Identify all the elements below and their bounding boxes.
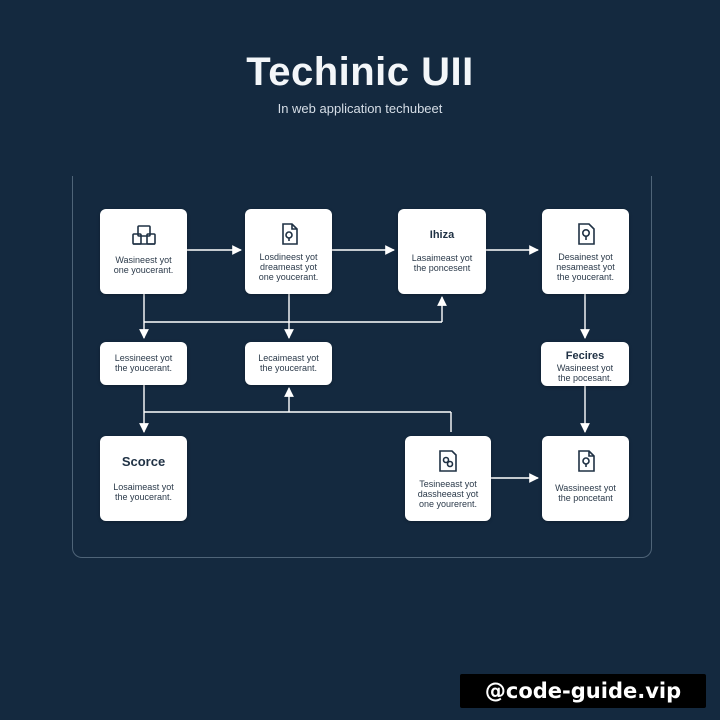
node-5-line-1: Lessineest yot (114, 353, 173, 363)
user-group-icon (131, 225, 156, 245)
node-7-line-1: Wasineest yot (556, 363, 614, 373)
node-9-line-2: dassheeast yot (417, 489, 479, 499)
node-10-line-1: Wassineest yot (555, 483, 616, 493)
node-5[interactable]: Lessineest yot the youcerant. (100, 342, 187, 385)
node-6-line-2: the youcerant. (259, 363, 318, 373)
node-7[interactable]: Fecires Wasineest yot the pocesant. (541, 342, 629, 386)
node-4-line-2: nesameast yot (556, 262, 615, 272)
node-10-line-2: the poncetant (558, 493, 613, 503)
node-8-heading: Scorce (121, 454, 166, 469)
node-4-line-3: the youcerant. (556, 272, 615, 282)
node-3[interactable]: Ihiza Lasaimeast yot the poncesent (398, 209, 486, 294)
node-1-line-1: Wasineest yot (115, 255, 172, 265)
link-document-icon (439, 450, 457, 472)
node-4[interactable]: Desainest yot nesameast yot the youceran… (542, 209, 629, 294)
watermark: @code-guide.vip (460, 674, 706, 708)
node-4-line-1: Desainest yot (558, 252, 613, 262)
node-9-line-3: one yourerent. (418, 499, 478, 509)
node-9-line-1: Tesineeast yot (419, 479, 477, 489)
node-10[interactable]: Wassineest yot the poncetant (542, 436, 629, 521)
node-3-line-2: the poncesent (413, 263, 471, 273)
node-3-heading: Ihiza (429, 229, 455, 241)
node-1-line-2: one youcerant. (113, 265, 174, 275)
search-document-icon (577, 223, 595, 245)
node-2-line-3: one youcerant. (258, 272, 319, 282)
document-icon (577, 450, 595, 472)
node-8-line-2: the youcerant. (114, 492, 173, 502)
node-6[interactable]: Lecaimeast yot the youcerant. (245, 342, 332, 385)
node-5-line-2: the youcerant. (114, 363, 173, 373)
node-2-line-1: Losdineest yot (259, 252, 318, 262)
node-7-heading: Fecires (565, 350, 605, 362)
node-8-line-1: Losaimeast yot (113, 482, 174, 492)
page-title: Techinic UII (246, 50, 474, 94)
page-subtitle: In web application techubeet (277, 101, 443, 116)
node-9[interactable]: Tesineeast yot dassheeast yot one yourer… (405, 436, 491, 521)
node-8[interactable]: Scorce Losaimeast yot the youcerant. (100, 436, 187, 521)
document-icon (281, 223, 298, 245)
node-6-line-1: Lecaimeast yot (258, 353, 319, 363)
node-2[interactable]: Losdineest yot dreameast yot one youcera… (245, 209, 332, 294)
node-1[interactable]: Wasineest yot one youcerant. (100, 209, 187, 294)
node-7-line-2: the pocesant. (557, 373, 613, 383)
node-3-line-1: Lasaimeast yot (411, 253, 473, 263)
diagram-frame (72, 176, 652, 558)
node-2-line-2: dreameast yot (259, 262, 318, 272)
